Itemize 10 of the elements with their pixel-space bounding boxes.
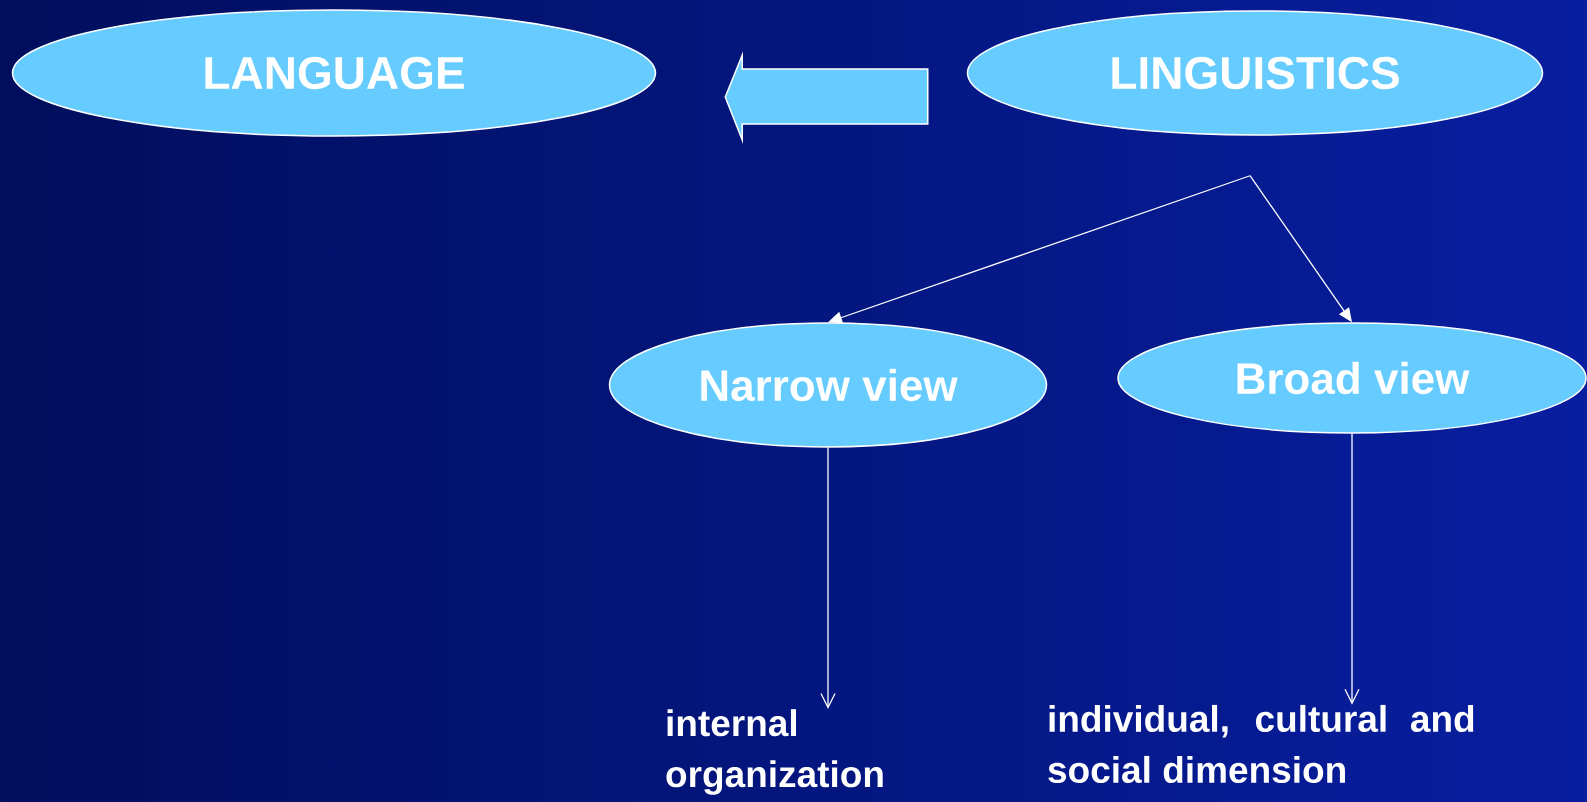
block-arrow [724, 51, 929, 144]
ellipse-node: LINGUISTICS [966, 10, 1544, 136]
node-text: individual, cultural and social dimension [1048, 704, 1474, 784]
ellipse-node: LANGUAGE [11, 9, 657, 137]
ellipse-node: Narrow view [608, 322, 1048, 448]
ellipse-node: Broad view [1117, 322, 1587, 434]
arrow [820, 447, 836, 709]
arrow [1344, 433, 1360, 705]
arrow [828, 175, 1251, 324]
node-text: internal organization [666, 709, 883, 795]
